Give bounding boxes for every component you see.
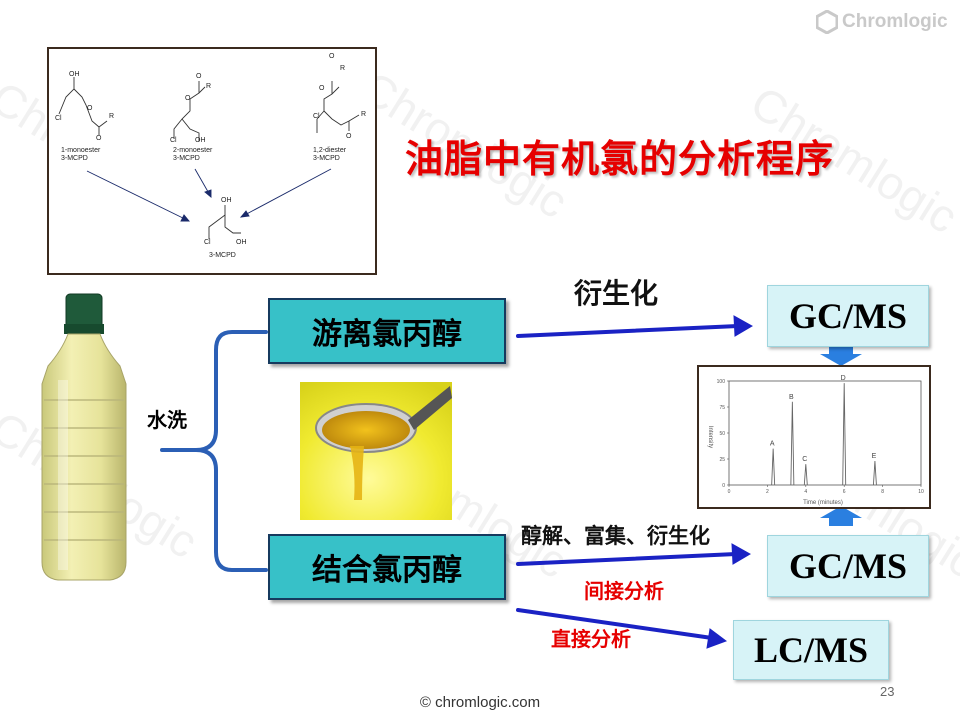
bound-chloropropanol-box: 结合氯丙醇 bbox=[268, 534, 506, 600]
x-tick-label: 4 bbox=[804, 489, 807, 495]
mol3-cl: Cl bbox=[313, 113, 320, 120]
mol2-o: O bbox=[185, 95, 191, 102]
chromatogram-frame bbox=[728, 380, 922, 486]
chromatogram-plot: Intensity Time (minutes) 100 75 50 25 00 2 4 6 8… bbox=[707, 375, 924, 506]
mol2-oh: OH bbox=[195, 137, 206, 144]
mol3-o: O bbox=[319, 85, 325, 92]
free-chloropropanol-label: 游离氯丙醇 bbox=[312, 317, 462, 352]
arrow-free-to-gcms bbox=[516, 324, 740, 338]
up-block-arrow bbox=[820, 506, 862, 526]
mol1-oh: OH bbox=[69, 71, 80, 78]
down-block-arrow bbox=[820, 346, 862, 366]
arrow-bound-to-lcms bbox=[516, 608, 714, 640]
chromatogram-peak bbox=[771, 448, 776, 486]
arrow-bound-to-gcms bbox=[516, 552, 738, 566]
gcms-top-box: GC/MS bbox=[767, 285, 929, 347]
indirect-analysis-label: 间接分析 bbox=[584, 579, 664, 603]
mol3-o-bottom: O bbox=[346, 133, 352, 140]
peak-label: B bbox=[789, 394, 794, 401]
gcms-top-label: GC/MS bbox=[788, 296, 907, 336]
x-tick-label: 0 bbox=[728, 489, 731, 495]
mol2-sub: 3-MCPD bbox=[173, 155, 200, 162]
chromatogram-peak bbox=[803, 464, 808, 486]
chromatogram-peak bbox=[790, 401, 795, 486]
x-tick-label: 2 bbox=[766, 489, 769, 495]
y-tick-label: 0 bbox=[722, 483, 725, 489]
prod-oh1: OH bbox=[221, 197, 232, 204]
hexagon-logo-icon bbox=[816, 10, 838, 34]
x-tick-label: 10 bbox=[918, 489, 924, 495]
peak-label: A bbox=[770, 441, 775, 448]
y-tick-label: 75 bbox=[719, 405, 725, 411]
chromlogic-logo: Chromlogic bbox=[816, 9, 956, 35]
mol3-sub: 3-MCPD bbox=[313, 155, 340, 162]
prod-cl: Cl bbox=[204, 239, 211, 246]
chromatogram-xlabel: Time (minutes) bbox=[803, 500, 843, 506]
x-tick-label: 8 bbox=[881, 489, 884, 495]
mcpd-ester-structures: OH Cl O R O 1-monoester 3-MCPD O O R Cl … bbox=[47, 47, 377, 275]
peak-label: E bbox=[872, 453, 877, 460]
mol3-r2: R bbox=[361, 111, 367, 118]
chromatogram-peak bbox=[842, 383, 847, 486]
structure-drawing bbox=[58, 77, 360, 239]
y-tick-label: 25 bbox=[719, 457, 725, 463]
gcms-bottom-box: GC/MS bbox=[767, 535, 929, 597]
mol2-r: R bbox=[206, 83, 212, 90]
mol1-o: O bbox=[87, 105, 93, 112]
mol3-name: 1,2-diester bbox=[313, 147, 347, 154]
mol2-cl: Cl bbox=[170, 137, 177, 144]
mol1-o-carbonyl: O bbox=[96, 135, 102, 142]
mol3-o-top: O bbox=[329, 53, 335, 60]
page-title: 油脂中有机氯的分析程序 bbox=[405, 137, 835, 181]
oil-bottle-image bbox=[41, 293, 127, 581]
y-tick-label: 50 bbox=[719, 431, 725, 437]
chromatogram-ylabel: Intensity bbox=[707, 426, 713, 448]
page-number: 23 bbox=[880, 684, 895, 699]
x-tick-label: 6 bbox=[843, 489, 846, 495]
chromatogram-peak bbox=[872, 461, 877, 486]
gcms-bottom-label: GC/MS bbox=[788, 546, 907, 586]
mol1-sub: 3-MCPD bbox=[61, 155, 88, 162]
water-wash-label: 水洗 bbox=[147, 408, 187, 432]
mol2-o-carbonyl: O bbox=[196, 73, 202, 80]
lcms-label: LC/MS bbox=[753, 630, 868, 670]
direct-analysis-label: 直接分析 bbox=[551, 627, 631, 651]
logo-text: Chromlogic bbox=[842, 11, 948, 32]
bound-chloropropanol-label: 结合氯丙醇 bbox=[312, 553, 462, 588]
mol2-name: 2-monoester bbox=[173, 147, 213, 154]
bound-steps-label: 醇解、富集、衍生化 bbox=[521, 524, 710, 548]
lcms-box: LC/MS bbox=[733, 620, 889, 680]
peak-label: D bbox=[841, 375, 846, 382]
peak-label: C bbox=[802, 456, 807, 463]
oil-spoon-image bbox=[300, 382, 452, 520]
mol1-cl: Cl bbox=[55, 115, 62, 122]
prod-name: 3-MCPD bbox=[209, 252, 236, 259]
mol1-r: R bbox=[109, 113, 115, 120]
free-chloropropanol-box: 游离氯丙醇 bbox=[268, 298, 506, 364]
y-tick-label: 100 bbox=[717, 379, 726, 385]
mol1-name: 1-monoester bbox=[61, 147, 101, 154]
mol3-r1: R bbox=[340, 65, 346, 72]
footer-copyright: © chromlogic.com bbox=[419, 694, 541, 711]
prod-oh2: OH bbox=[236, 239, 247, 246]
derivatize-label: 衍生化 bbox=[574, 277, 659, 310]
